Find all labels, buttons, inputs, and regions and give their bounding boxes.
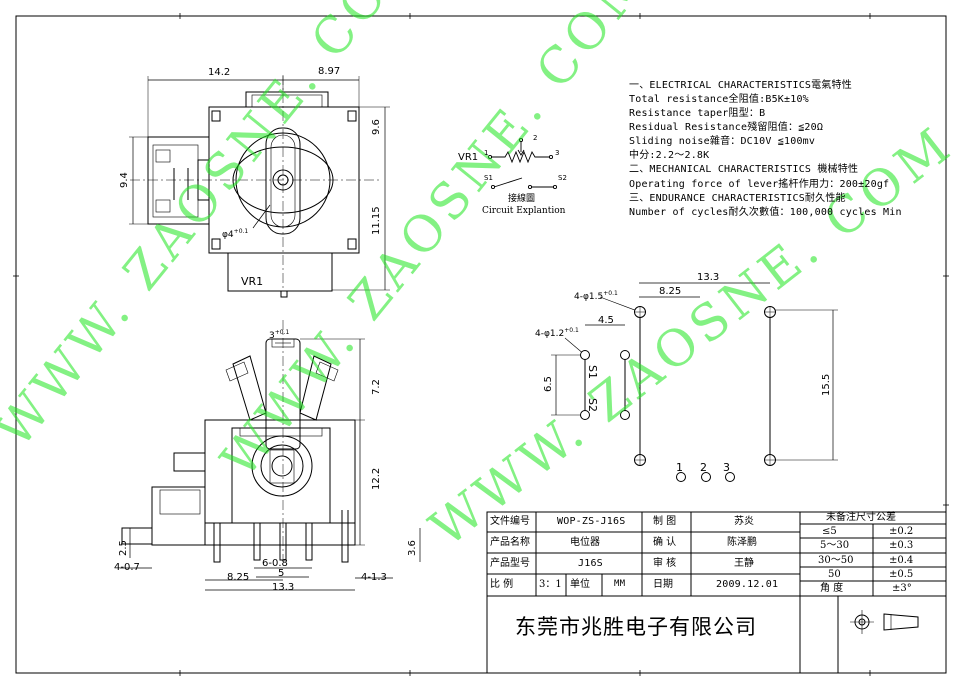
dim-13-3-front: 13.3 bbox=[272, 582, 295, 593]
front-view bbox=[120, 320, 421, 591]
dim-pin-width: 3+0.1 bbox=[269, 329, 290, 341]
spec-line-2: Total resistance全阻值:B5K±10% bbox=[629, 94, 809, 105]
tol-value-4: ±0.5 bbox=[889, 569, 914, 580]
circuit-p3: 3 bbox=[555, 149, 560, 157]
confirm-value: 陈泽鹏 bbox=[727, 537, 757, 548]
date-label: 日期 bbox=[653, 579, 673, 590]
company-name: 东莞市兆胜电子有限公司 bbox=[515, 615, 757, 639]
vr1-label: VR1 bbox=[241, 275, 264, 288]
tol-value-5: ±3° bbox=[892, 583, 912, 594]
review-label: 审 核 bbox=[653, 558, 677, 569]
model-value: J16S bbox=[578, 558, 603, 569]
border-ticks bbox=[13, 13, 949, 676]
dim-4-0-7: 4-0.7 bbox=[114, 562, 140, 573]
dim-12-2: 12.2 bbox=[371, 467, 382, 490]
spec-line-1: 一、ELECTRICAL CHARACTERISTICS電氣特性 bbox=[629, 80, 852, 91]
tol-value-2: ±0.3 bbox=[889, 540, 914, 551]
scale-label: 比 例 bbox=[490, 579, 514, 590]
product-name-value: 电位器 bbox=[570, 537, 600, 548]
circuit-caption-en: Circuit Explantion bbox=[482, 206, 566, 216]
pcb-dim-6-5: 6.5 bbox=[543, 376, 554, 392]
dim-4-1-3: 4-1.3 bbox=[361, 572, 387, 583]
dim-5: 5 bbox=[278, 568, 285, 579]
spec-line-4: Residual Resistance殘留阻值：≦20Ω bbox=[629, 122, 824, 133]
pcb-dim-13-3: 13.3 bbox=[697, 272, 720, 283]
model-label: 产品型号 bbox=[490, 558, 530, 569]
tol-value-1: ±0.2 bbox=[889, 526, 914, 537]
pcb-pin-3: 3 bbox=[723, 461, 730, 474]
pcb-pin-2: 2 bbox=[700, 461, 707, 474]
unit-label: 单位 bbox=[570, 579, 590, 590]
tol-value-3: ±0.4 bbox=[889, 555, 914, 566]
pcb-layout bbox=[551, 282, 838, 482]
spec-line-8: Operating force of lever搖杆作用力：200±20gf bbox=[629, 179, 890, 190]
circuit-p2: 2 bbox=[533, 134, 538, 142]
pcb-pin-1: 1 bbox=[676, 461, 683, 474]
dim-8-25-front: 8.25 bbox=[227, 572, 250, 583]
file-no-label: 文件编号 bbox=[490, 516, 530, 527]
tol-range-1: ≤5 bbox=[822, 526, 837, 537]
tolerance-title: 未备注尺寸公差 bbox=[826, 512, 896, 523]
dim-8-97: 8.97 bbox=[318, 66, 341, 77]
tol-range-4: 50 bbox=[828, 569, 841, 580]
dim-9-6: 9.6 bbox=[371, 119, 382, 135]
spec-line-10: Number of cycles耐久次數值：100,000 cycles Min bbox=[629, 207, 902, 218]
scale-value: 3：1 bbox=[539, 579, 562, 590]
circuit-p1: 1 bbox=[484, 149, 489, 157]
dim-9-4: 9.4 bbox=[119, 172, 130, 188]
drawn-label: 制 图 bbox=[653, 516, 677, 527]
tol-range-3: 30～50 bbox=[818, 555, 854, 566]
pcb-dim-4-5: 4.5 bbox=[598, 315, 614, 326]
unit-value: MM bbox=[614, 579, 626, 589]
dim-11-15: 11.15 bbox=[371, 206, 382, 235]
spec-line-7: 二、MECHANICAL CHARACTERISTICS 機械特性 bbox=[629, 164, 859, 175]
confirm-label: 确 认 bbox=[653, 537, 677, 548]
circuit-diagram bbox=[487, 137, 558, 190]
tol-range-5: 角 度 bbox=[820, 583, 844, 594]
spec-line-5: Sliding noise雜音：DC10V ≦100mv bbox=[629, 136, 816, 147]
circuit-s2: S2 bbox=[558, 174, 567, 182]
circuit-vr1: VR1 bbox=[458, 152, 479, 163]
spec-line-6: 中分:2.2～2.8K bbox=[629, 150, 710, 161]
dim-hole-dia: φ4+0.1 bbox=[222, 228, 249, 240]
pcb-label-s1: S1 bbox=[586, 365, 599, 379]
pcb-dim-8-25: 8.25 bbox=[659, 286, 682, 297]
outer-frame bbox=[15, 15, 947, 674]
dim-6-0-8: 6-0.8 bbox=[262, 558, 288, 569]
pcb-dim-15-5: 15.5 bbox=[821, 373, 832, 396]
spec-line-9: 三、ENDURANCE CHARACTERISTICS耐久性能 bbox=[629, 193, 846, 204]
spec-line-3: Resistance taper阻型：B bbox=[629, 108, 766, 119]
pcb-hole-big: 4-φ1.5+0.1 bbox=[574, 290, 618, 302]
top-view bbox=[129, 75, 390, 298]
pcb-label-s2: S2 bbox=[586, 398, 599, 412]
circuit-caption-cn: 接線圖 bbox=[508, 194, 536, 204]
file-no-value: WOP-ZS-J16S bbox=[557, 516, 626, 527]
dim-14-2: 14.2 bbox=[208, 67, 231, 78]
drawn-value: 苏炎 bbox=[734, 516, 754, 527]
dim-7-2: 7.2 bbox=[371, 379, 382, 395]
pcb-hole-small: 4-φ1.2+0.1 bbox=[535, 327, 579, 339]
title-block-grid bbox=[486, 511, 947, 674]
review-value: 王静 bbox=[734, 558, 754, 569]
dim-2-5: 2.5 bbox=[118, 540, 129, 556]
circuit-s1: S1 bbox=[484, 174, 493, 182]
product-name-label: 产品名称 bbox=[490, 537, 530, 548]
date-value: 2009.12.01 bbox=[716, 579, 779, 590]
tol-range-2: 5～30 bbox=[820, 540, 850, 551]
dim-3-6: 3.6 bbox=[407, 540, 418, 556]
